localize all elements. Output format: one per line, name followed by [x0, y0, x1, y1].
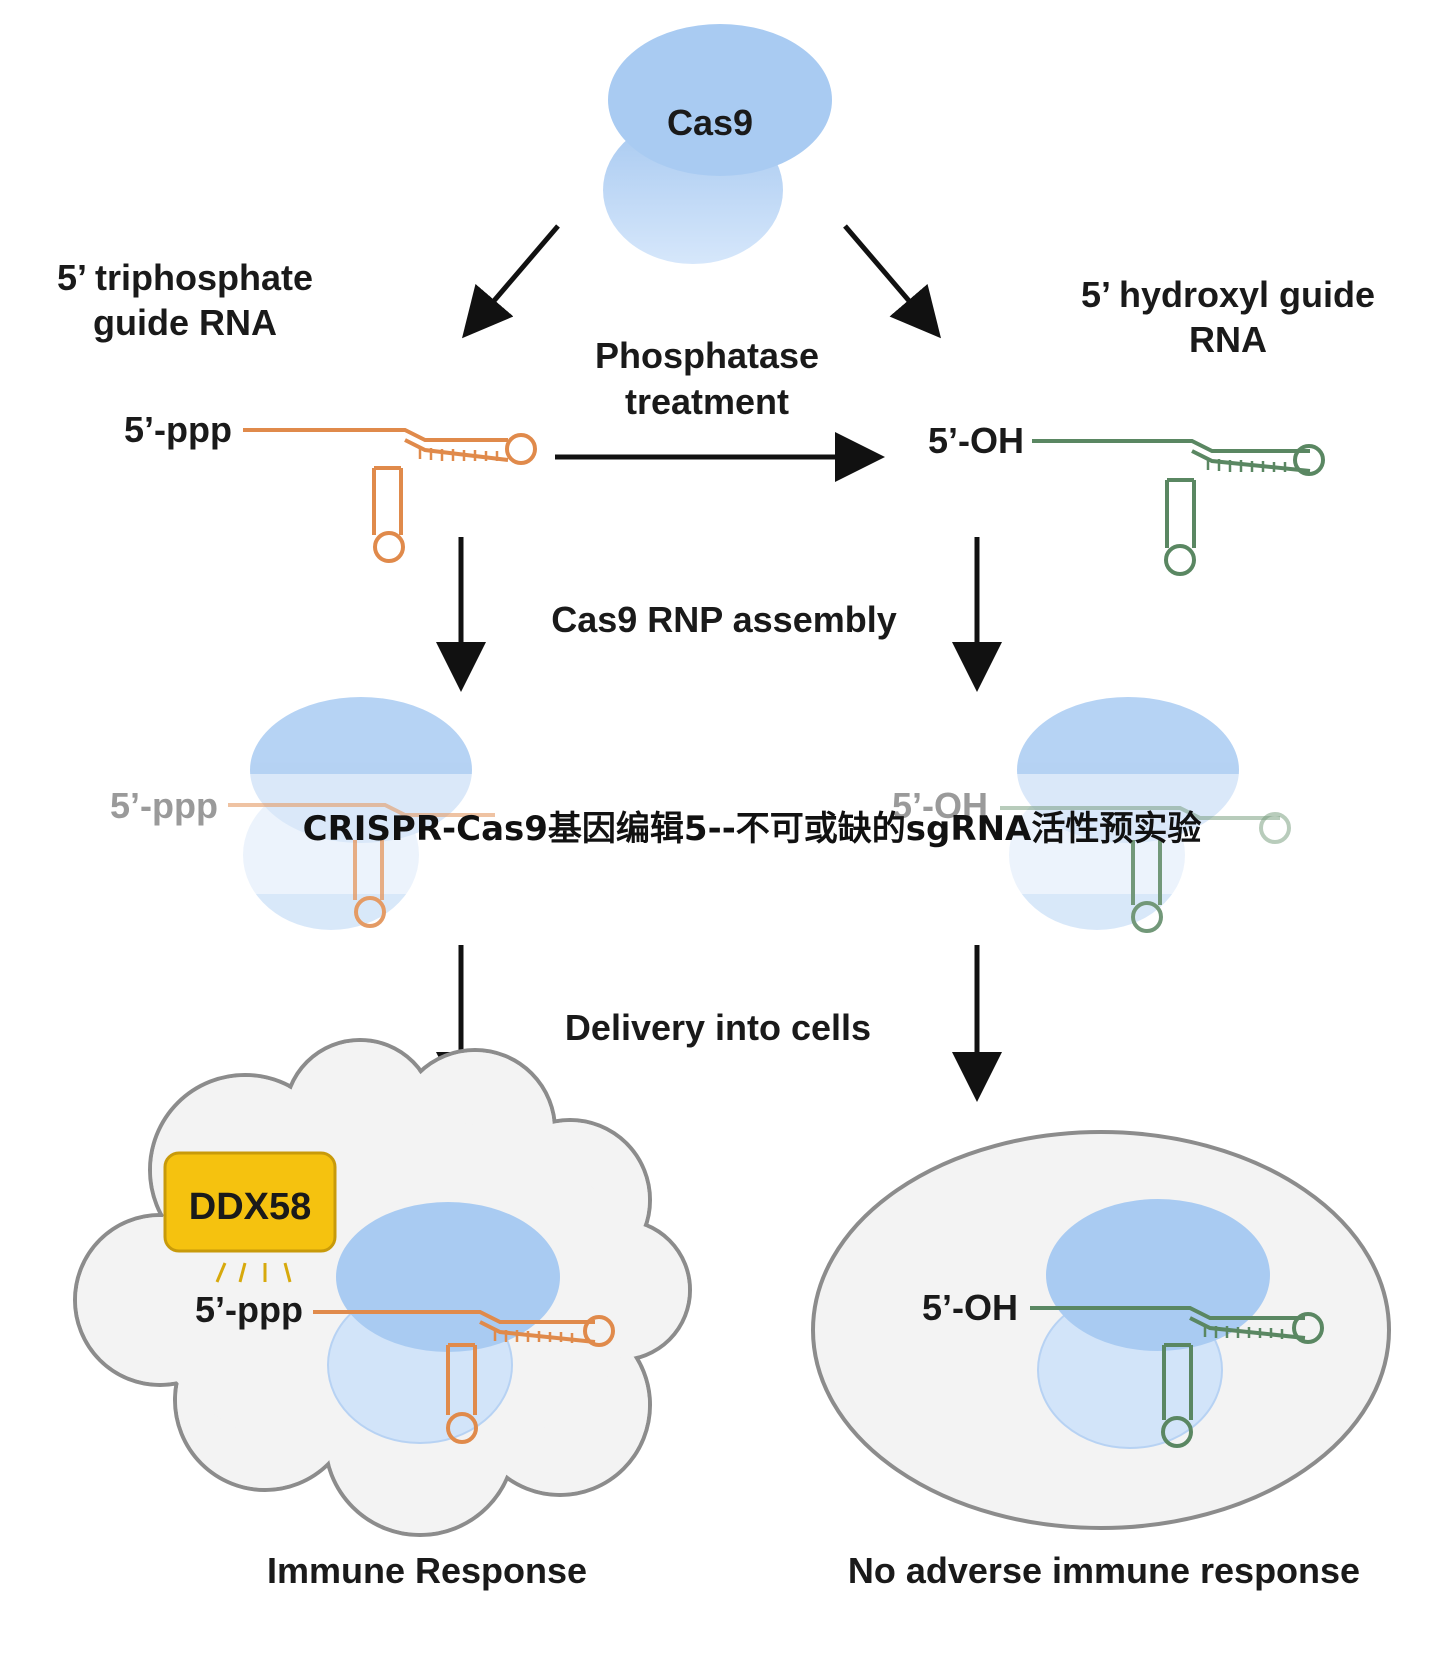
left-cell-end-label: 5’-ppp	[195, 1289, 303, 1330]
left-rnp-complex	[220, 697, 520, 930]
left-guide-label-line2: guide RNA	[93, 302, 277, 343]
watermark-title: CRISPR-Cas9基因编辑5--不可或缺的sgRNA活性预实验	[303, 809, 1202, 849]
right-rnp-complex	[990, 697, 1291, 933]
right-outcome-label: No adverse immune response	[848, 1550, 1360, 1591]
left-end-label: 5’-ppp	[124, 409, 232, 450]
left-guide-label-line1: 5’ triphosphate	[57, 257, 313, 298]
right-guide-label-line2: RNA	[1189, 319, 1267, 360]
right-end-label: 5’-OH	[928, 420, 1024, 461]
triphosphate-guide-rna	[243, 428, 537, 563]
cas9-label: Cas9	[667, 102, 753, 143]
ddx58-sensor	[163, 1151, 337, 1283]
left-outcome-label: Immune Response	[267, 1550, 587, 1591]
right-guide-label-line1: 5’ hydroxyl guide	[1081, 274, 1375, 315]
arrow-cas9-to-left	[461, 224, 560, 339]
phosphatase-label-line1: Phosphatase	[595, 335, 819, 376]
cas9-protein	[603, 24, 832, 264]
phosphatase-label-line2: treatment	[625, 381, 789, 422]
arrow-cas9-to-right	[843, 224, 942, 339]
right-cell-rnp	[1030, 1199, 1324, 1449]
ddx58-label: DDX58	[189, 1186, 312, 1228]
hydroxyl-guide-rna	[1032, 439, 1325, 576]
right-rnp-end-label: 5’-OH	[892, 785, 988, 826]
rnp-step-label: Cas9 RNP assembly	[551, 599, 897, 640]
left-rnp-end-label: 5’-ppp	[110, 785, 218, 826]
left-cell-rnp	[313, 1202, 615, 1444]
delivery-step-label: Delivery into cells	[565, 1007, 871, 1048]
right-cell-end-label: 5’-OH	[922, 1287, 1018, 1328]
